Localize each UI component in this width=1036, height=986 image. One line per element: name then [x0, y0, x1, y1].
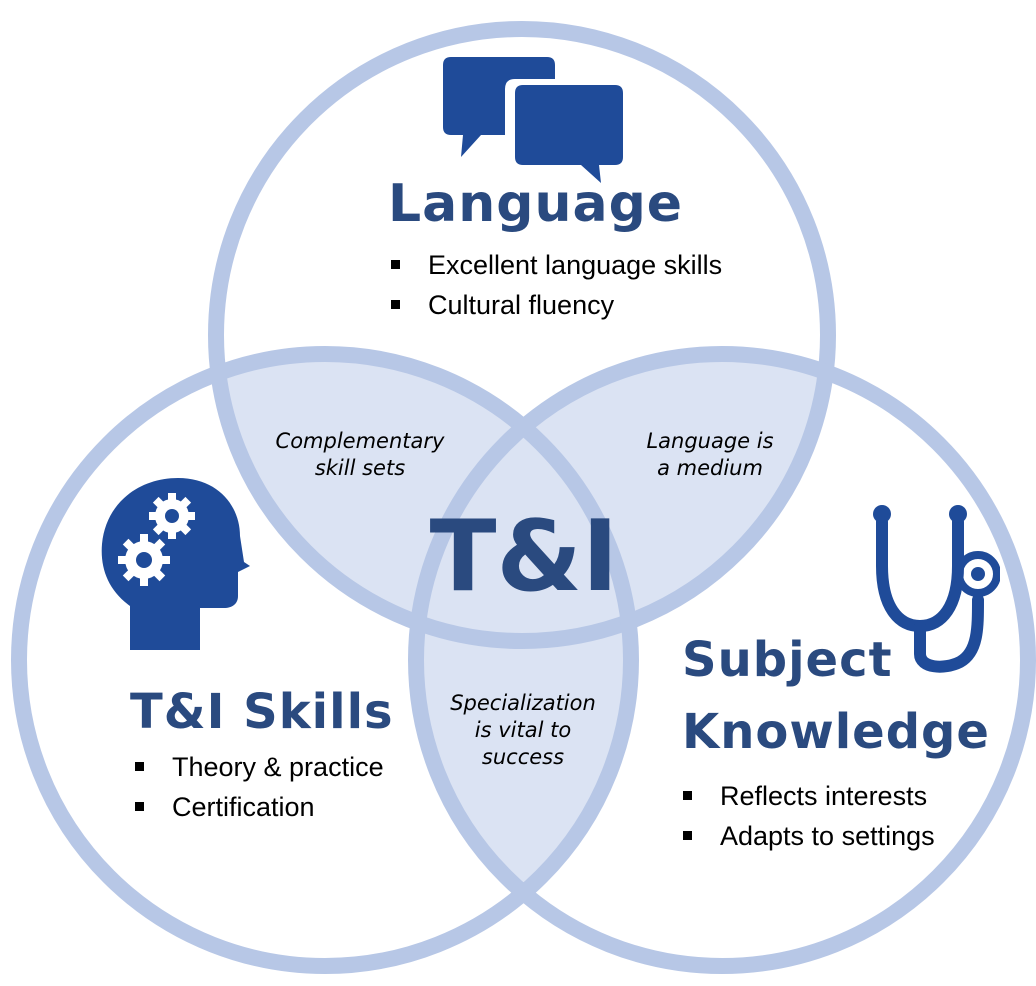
circle-ti-skills: [11, 346, 639, 974]
overlap-language-ti-label: Complementary skill sets: [275, 429, 445, 480]
head-gears-icon: [101, 478, 250, 650]
speech-bubbles-icon: [443, 57, 623, 183]
list-item: Cultural fluency: [388, 285, 722, 325]
ti-skills-bullets: Theory & practice Certification: [132, 747, 384, 827]
circle-language: [208, 21, 836, 649]
stethoscope-icon: [873, 505, 1000, 673]
list-item: Certification: [132, 787, 384, 827]
subject-bullets: Reflects interests Adapts to settings: [680, 776, 935, 856]
circle-subject-knowledge: [408, 346, 1036, 974]
ti-skills-title: T&I Skills: [130, 684, 394, 740]
list-item: Excellent language skills: [388, 245, 722, 285]
overlap-ti-subject-label: Specialization is vital to success: [450, 691, 596, 769]
subject-title-line2: Knowledge: [682, 704, 990, 760]
overlap-ti-subject: [416, 354, 631, 966]
center-label: T&I: [429, 500, 619, 614]
language-title: Language: [388, 174, 684, 234]
list-item: Adapts to settings: [680, 816, 935, 856]
list-item: Theory & practice: [132, 747, 384, 787]
subject-title-line1: Subject: [682, 632, 893, 688]
list-item: Reflects interests: [680, 776, 935, 816]
overlap-language-subject-label: Language is a medium: [646, 429, 774, 480]
language-bullets: Excellent language skills Cultural fluen…: [388, 245, 722, 325]
